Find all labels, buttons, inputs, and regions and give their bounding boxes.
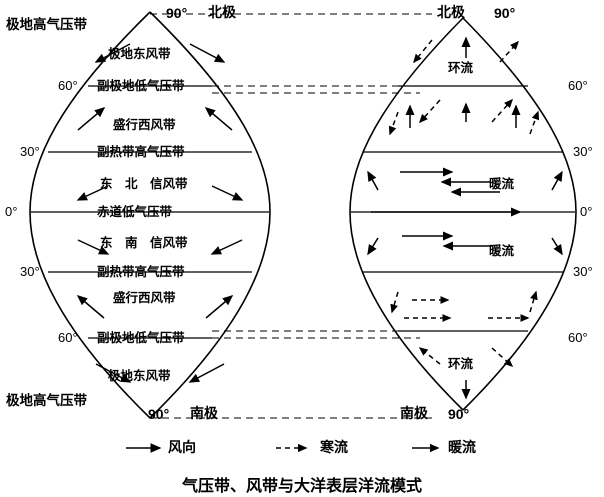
right-lat-30s: 30° bbox=[573, 264, 593, 279]
right-warm-currents bbox=[367, 36, 563, 400]
left-band-westerlies-n: 盛行西风带 bbox=[113, 118, 176, 132]
left-band-subtropical-high-s: 副热带高气压带 bbox=[97, 265, 185, 279]
left-pole-bottom-label: 南极 bbox=[190, 405, 218, 421]
right-lat-0: 0° bbox=[580, 204, 593, 219]
left-lat-30n: 30° bbox=[20, 144, 40, 159]
left-latitude-lines bbox=[31, 85, 269, 339]
right-cold-currents bbox=[388, 39, 540, 368]
left-lat-60n: 60° bbox=[58, 78, 78, 93]
right-latitude-lines bbox=[351, 85, 575, 332]
legend-label-warm: 暖流 bbox=[448, 439, 476, 455]
right-current-warm-n: 暖流 bbox=[489, 177, 515, 191]
right-current-warm-s: 暖流 bbox=[489, 244, 515, 258]
left-pole-top-deg: 90° bbox=[166, 5, 188, 21]
left-band-se-trades: 东 南 信风带 bbox=[100, 236, 188, 250]
left-globe-outline bbox=[29, 11, 271, 419]
right-current-gyre-n: 环流 bbox=[448, 61, 474, 75]
right-current-gyre-s: 环流 bbox=[448, 357, 474, 371]
left-band-polar-easterlies-s: 极地东风带 bbox=[108, 369, 171, 383]
right-lat-60s: 60° bbox=[568, 330, 588, 345]
legend-label-cold: 寒流 bbox=[320, 439, 348, 455]
right-pole-bottom-deg: 90° bbox=[448, 406, 470, 422]
left-wind-arrows bbox=[76, 43, 244, 383]
left-lat-60s: 60° bbox=[58, 330, 78, 345]
connector-dashed-lines bbox=[150, 13, 432, 419]
left-polar-high-top: 极地高气压带 bbox=[6, 17, 87, 32]
right-pole-bottom-label: 南极 bbox=[400, 405, 428, 421]
left-pole-bottom-deg: 90° bbox=[148, 406, 170, 422]
left-lat-30s: 30° bbox=[20, 264, 40, 279]
left-polar-high-bottom: 极地高气压带 bbox=[6, 393, 87, 408]
left-pole-top-label: 北极 bbox=[208, 4, 236, 20]
diagram-caption: 气压带、风带与大洋表层洋流模式 bbox=[181, 478, 422, 495]
right-lat-30n: 30° bbox=[573, 144, 593, 159]
right-lat-60n: 60° bbox=[568, 78, 588, 93]
legend-label-wind: 风向 bbox=[168, 439, 196, 455]
left-band-subpolar-low-n: 副极地低气压带 bbox=[97, 79, 185, 93]
left-band-ne-trades: 东 北 信风带 bbox=[100, 177, 188, 191]
right-globe-outline bbox=[349, 17, 577, 411]
left-band-subpolar-low-s: 副极地低气压带 bbox=[97, 331, 185, 345]
left-band-westerlies-s: 盛行西风带 bbox=[113, 291, 176, 305]
right-pole-top-label: 北极 bbox=[437, 4, 465, 20]
left-band-polar-easterlies-n: 极地东风带 bbox=[108, 47, 171, 61]
left-band-equatorial-low: 赤道低气压带 bbox=[97, 205, 173, 219]
left-band-subtropical-high-n: 副热带高气压带 bbox=[97, 145, 185, 159]
right-pole-top-deg: 90° bbox=[494, 5, 516, 21]
left-lat-0: 0° bbox=[5, 204, 18, 219]
